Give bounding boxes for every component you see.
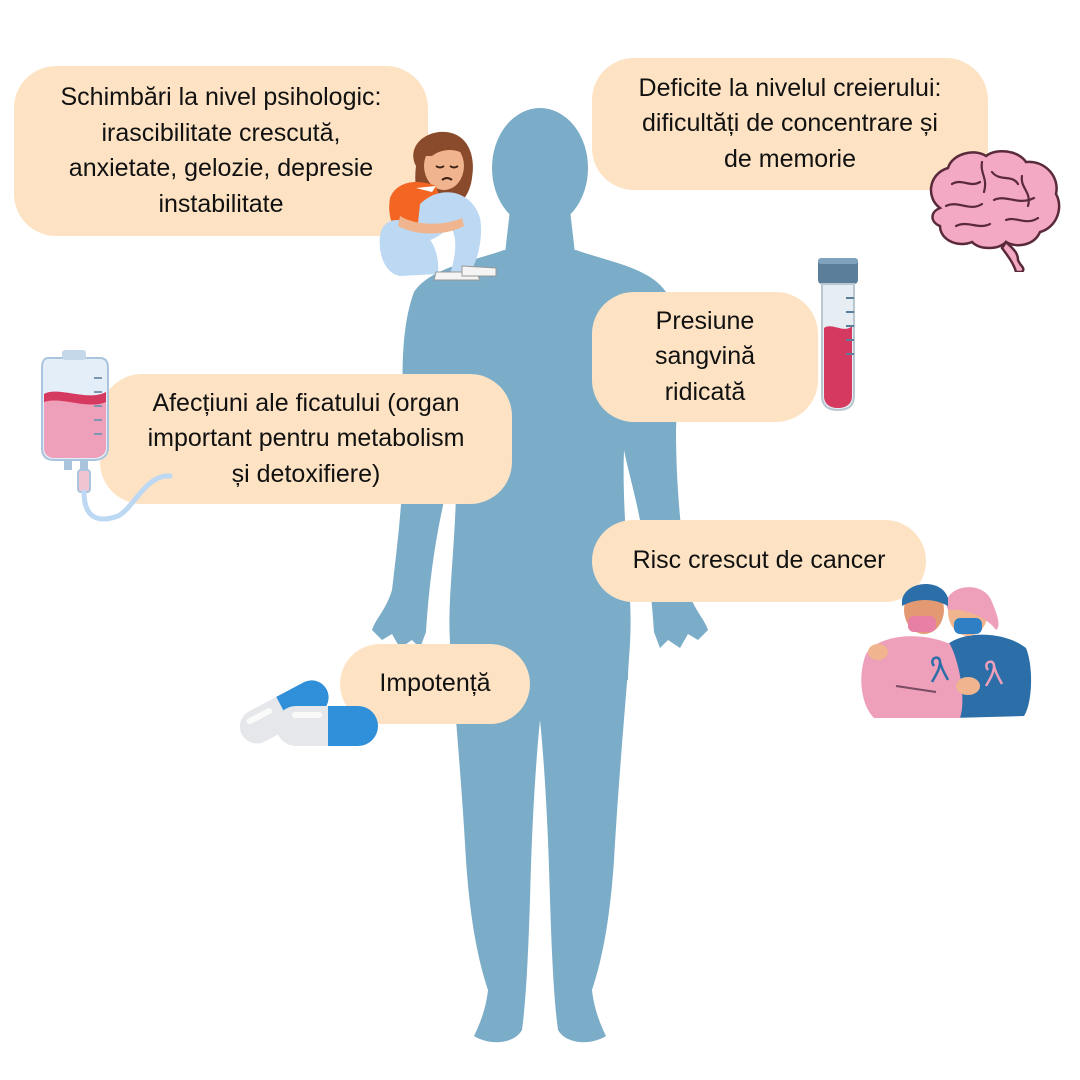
liver-disease-bubble: Afecțiuni ale ficatului (organ important… <box>100 374 512 504</box>
bubble-line: Presiune <box>655 306 755 335</box>
bubble-line: irascibilitate crescută, <box>101 118 341 147</box>
bubble-line: de memorie <box>724 144 856 173</box>
bubble-line: Afecțiuni ale ficatului (organ <box>152 388 460 417</box>
bubble-line: și detoxifiere) <box>231 459 381 488</box>
pill-capsules-icon <box>232 668 382 754</box>
bubble-line: anxietate, gelozie, depresie <box>68 154 374 182</box>
brain-deficits-bubble: Deficite la nivelul creierului: dificult… <box>592 58 988 190</box>
psychological-changes-bubble: Schimbări la nivel psihologic: irascibil… <box>14 66 428 236</box>
bubble-line: Deficite la nivelul creierului: <box>638 73 942 102</box>
bubble-line: important pentru metabolism <box>147 424 465 453</box>
bubble-line: instabilitate <box>158 189 284 218</box>
bubble-line: sangvină <box>654 342 756 371</box>
brain-icon <box>922 148 1064 272</box>
sad-girl-sitting-icon <box>376 126 500 286</box>
bubble-line: Schimbări la nivel psihologic: <box>60 83 382 111</box>
cancer-patients-hugging-icon <box>856 574 1034 722</box>
iv-bag-icon <box>38 348 178 528</box>
bubble-line: Impotență <box>379 669 491 698</box>
cancer-risk-bubble: Risc crescut de cancer <box>592 520 926 602</box>
impotence-bubble: Impotență <box>340 644 530 724</box>
bubble-line: dificultăți de concentrare și <box>642 109 938 138</box>
bubble-line: Risc crescut de cancer <box>632 546 886 575</box>
bubble-line: ridicată <box>664 377 746 406</box>
blood-pressure-bubble: Presiune sangvină ridicată <box>592 292 818 422</box>
blood-test-tube-icon <box>814 256 862 412</box>
